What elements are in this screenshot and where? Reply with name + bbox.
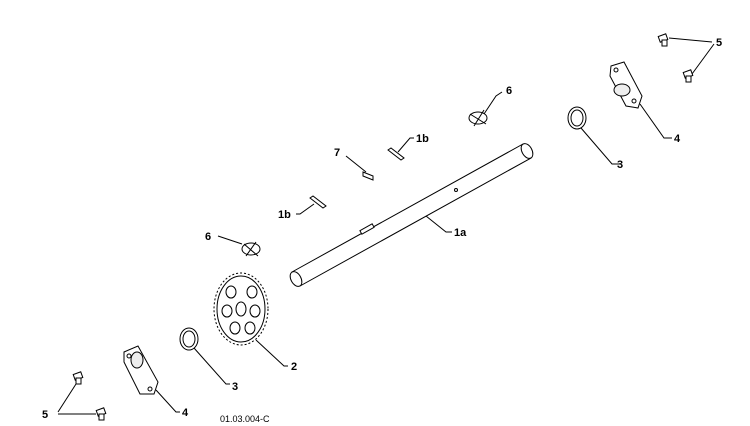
- callout-4-left: 4: [182, 407, 189, 419]
- key: [362, 171, 374, 181]
- callout-1b-left: 1b: [278, 209, 291, 221]
- callout-1a: 1a: [454, 227, 467, 239]
- leader-5-top: [668, 37, 715, 75]
- callout-3-left: 3: [232, 381, 238, 393]
- bracket-right: [609, 61, 643, 109]
- leader-6-left: [217, 235, 243, 245]
- bolt-bottom-lower: [95, 407, 107, 421]
- pin-top: [387, 147, 405, 161]
- leader-4-right: [639, 103, 672, 139]
- callout-7: 7: [334, 147, 340, 159]
- pin-clip-left: [241, 241, 261, 257]
- pin-clip-top: [468, 109, 488, 127]
- bracket-left: [123, 345, 159, 395]
- leader-3-left: [193, 347, 230, 385]
- washer-left: [179, 327, 199, 351]
- leader-6-top: [483, 91, 503, 115]
- callout-6-left: 6: [205, 231, 211, 243]
- callout-3-right: 3: [617, 159, 623, 171]
- callout-4-right: 4: [674, 133, 681, 145]
- leader-2: [255, 339, 288, 367]
- leader-3-right: [580, 127, 620, 165]
- bolt-top-upper: [657, 33, 669, 47]
- leader-1b-top: [397, 137, 414, 153]
- leader-4-left: [155, 389, 180, 413]
- callout-6-top: 6: [506, 85, 512, 97]
- leader-7: [345, 155, 367, 173]
- shaft: [289, 143, 534, 287]
- callout-2: 2: [291, 361, 297, 373]
- callout-1b-top: 1b: [416, 133, 429, 145]
- bolt-bottom-upper: [72, 371, 84, 385]
- bolt-top-lower: [682, 69, 694, 83]
- gear: [213, 272, 269, 346]
- washer-right: [567, 106, 587, 130]
- callout-5-bottom: 5: [42, 409, 48, 421]
- leader-5-bottom: [57, 383, 96, 415]
- leader-1a: [425, 215, 452, 233]
- pin-left: [309, 195, 327, 209]
- drawing-code: 01.03.004-C: [220, 414, 270, 424]
- callout-5-top: 5: [716, 37, 722, 49]
- leader-1b-left: [296, 203, 315, 215]
